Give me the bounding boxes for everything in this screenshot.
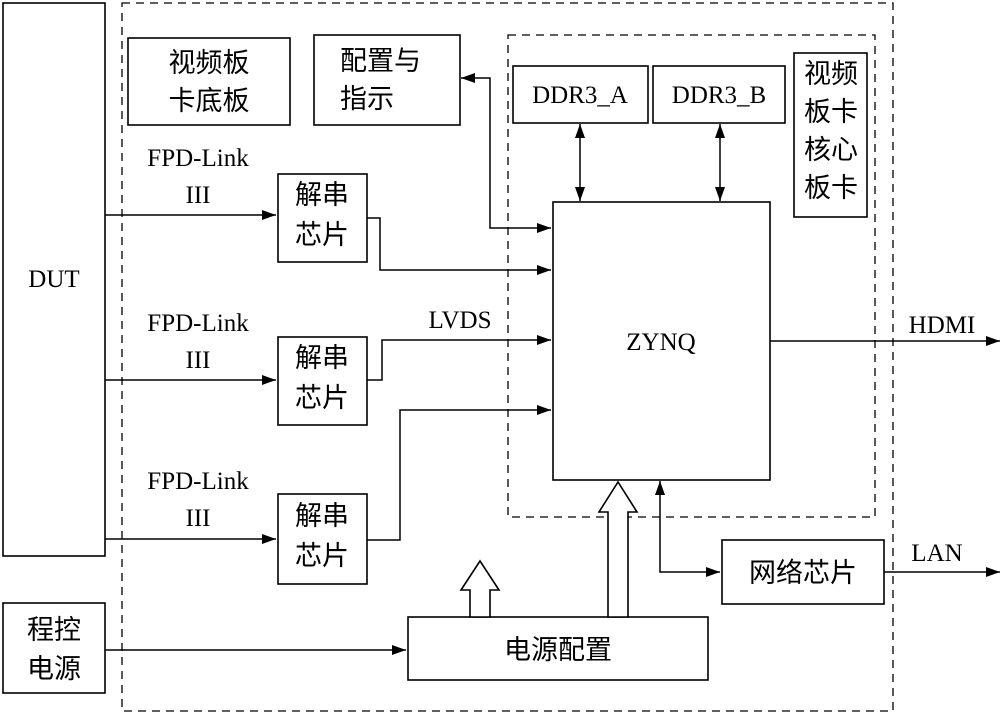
hdmi-label: HDMI bbox=[909, 312, 976, 339]
core-board-label-line4: 板卡 bbox=[804, 173, 858, 204]
deserializer-2-line2: 芯片 bbox=[295, 383, 349, 414]
power-config-label: 电源配置 bbox=[504, 635, 612, 666]
fpd-link-3-version: III bbox=[186, 505, 211, 532]
deserializer-1-line2: 芯片 bbox=[295, 220, 349, 251]
zynq-network-arrow bbox=[655, 481, 720, 577]
fpd-link-2-version: III bbox=[186, 347, 211, 374]
power-config-block: 电源配置 bbox=[407, 616, 709, 681]
ddr3-b-block: DDR3_B bbox=[652, 65, 786, 124]
ddr3-a-block: DDR3_A bbox=[512, 65, 649, 124]
deserializer-3-line2: 芯片 bbox=[295, 541, 349, 572]
core-board-region bbox=[507, 34, 876, 518]
deserializer-1: 解串 芯片 bbox=[277, 173, 368, 263]
deserializer-2-to-zynq-arrow bbox=[367, 335, 551, 381]
config-zynq-arrow bbox=[461, 73, 551, 233]
lan-label: LAN bbox=[911, 540, 962, 567]
core-board-label-line3: 核心 bbox=[804, 135, 858, 166]
fpd-link-2-label: FPD-Link bbox=[147, 310, 249, 337]
network-chip-label: 网络芯片 bbox=[749, 558, 857, 589]
baseboard-label-line2: 卡底板 bbox=[169, 86, 250, 117]
deserializer-3: 解串 芯片 bbox=[277, 493, 368, 585]
power-to-zynq-hollow-arrow bbox=[597, 480, 639, 618]
deserializer-1-to-zynq-arrow bbox=[367, 217, 551, 275]
network-chip-block: 网络芯片 bbox=[721, 539, 885, 605]
deserializer-2-line1: 解串 bbox=[295, 343, 349, 374]
programmable-power-line2: 电源 bbox=[27, 654, 81, 685]
baseboard-label-line1: 视频板 bbox=[169, 48, 250, 79]
core-board-label-line2: 板卡 bbox=[804, 97, 858, 128]
fpd-link-1-version: III bbox=[186, 182, 211, 209]
lvds-label: LVDS bbox=[429, 307, 492, 334]
baseboard-label-block: 视频板 卡底板 bbox=[127, 37, 291, 126]
config-label-line1: 配置与 bbox=[340, 46, 421, 77]
deserializer-3-to-zynq-arrow bbox=[367, 405, 551, 541]
deserializer-1-line1: 解串 bbox=[295, 180, 349, 211]
ddr3-a-label: DDR3_A bbox=[532, 82, 628, 109]
baseboard-region bbox=[121, 2, 894, 712]
dut-block: DUT bbox=[2, 2, 106, 557]
deserializer-2: 解串 芯片 bbox=[277, 336, 368, 426]
programmable-power-line1: 程控 bbox=[27, 615, 81, 646]
core-board-label-line1: 视频 bbox=[804, 59, 858, 90]
config-block: 配置与 指示 bbox=[313, 34, 461, 126]
power-out-hollow-arrow bbox=[459, 559, 501, 618]
ddr3-b-label: DDR3_B bbox=[672, 82, 766, 109]
fpd-link-3-label: FPD-Link bbox=[147, 468, 249, 495]
dut-label: DUT bbox=[28, 266, 79, 293]
config-label-line2: 指示 bbox=[340, 84, 394, 115]
zynq-block: ZYNQ bbox=[552, 201, 771, 481]
fpd-link-1-label: FPD-Link bbox=[147, 145, 249, 172]
programmable-power-block: 程控 电源 bbox=[2, 602, 106, 694]
zynq-label: ZYNQ bbox=[626, 329, 695, 356]
deserializer-3-line1: 解串 bbox=[295, 501, 349, 532]
core-board-label-block: 视频 板卡 核心 板卡 bbox=[793, 52, 868, 218]
